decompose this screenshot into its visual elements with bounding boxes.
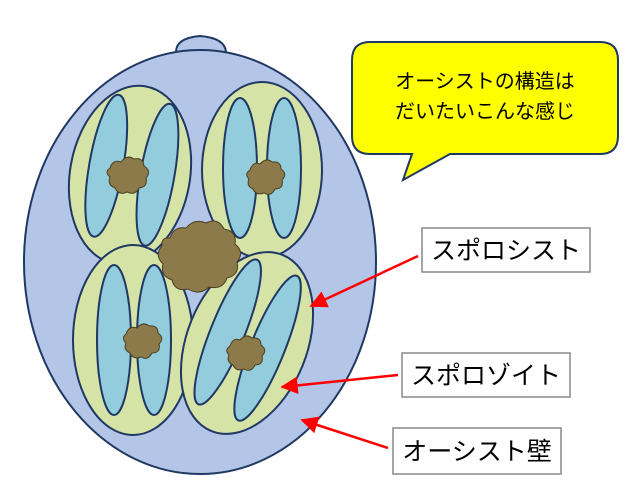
label-box [401, 352, 571, 398]
callout-shape [351, 41, 619, 183]
sporocyst-residual-body [123, 323, 163, 359]
callout-bubble: オーシストの構造は だいたいこんな感じ [351, 41, 619, 183]
arrow-to-oocyst-wall [300, 416, 389, 450]
label-sporocyst: スポロシスト [421, 227, 591, 273]
label-oocyst-wall: オーシスト壁 [392, 427, 562, 475]
label-sporozoite: スポロゾイト [401, 352, 571, 398]
label-sporocyst-text: スポロシスト [431, 236, 581, 265]
arrow-to-sporocyst [309, 254, 419, 308]
oocyst-residual-body [157, 220, 241, 293]
label-oocyst-wall-text: オーシスト壁 [402, 437, 552, 466]
micropyle-cap [174, 34, 228, 53]
label-sporozoite-text: スポロゾイト [411, 361, 561, 390]
label-box [392, 427, 562, 475]
callout-line-1: オーシストの構造は [395, 69, 575, 93]
label-box [421, 227, 591, 273]
arrow-to-sporozoite [280, 373, 399, 395]
callout-line-2: だいたいこんな感じ [395, 99, 575, 123]
sporocyst-residual-body [226, 335, 266, 371]
sporocyst-residual-body [246, 159, 286, 195]
sporocyst-residual-body [106, 156, 150, 194]
